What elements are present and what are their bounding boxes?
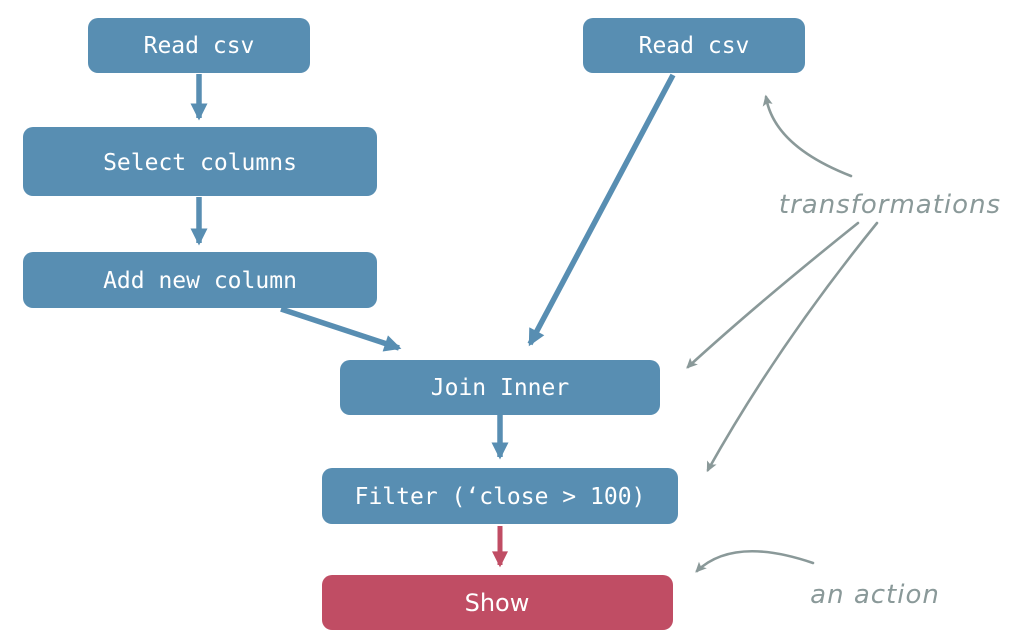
node-read-csv-left: Read csv xyxy=(88,18,310,73)
node-add-new-column-label: Add new column xyxy=(103,268,297,294)
node-show: Show xyxy=(322,575,673,630)
node-read-csv-right-label: Read csv xyxy=(639,33,750,59)
node-read-csv-left-box xyxy=(88,18,310,73)
node-join-inner: Join Inner xyxy=(340,360,660,415)
annotation-transformations-label: transformations xyxy=(779,190,1001,220)
edge-readcsvright-to-joininner xyxy=(527,73,676,347)
node-select-columns-label: Select columns xyxy=(103,150,297,176)
annotation-arrow-anaction-to-show xyxy=(695,549,815,573)
node-filter-box xyxy=(322,468,678,524)
node-filter-label: Filter (‘close > 100) xyxy=(355,484,646,510)
annotation-arrow-transformations-to-joininner xyxy=(686,221,860,369)
node-read-csv-right: Read csv xyxy=(583,18,805,73)
node-show-label: Show xyxy=(465,589,530,617)
node-select-columns: Select columns xyxy=(23,127,377,196)
edge-addnewcolumn-to-joininner xyxy=(280,306,402,352)
node-select-columns-box xyxy=(23,127,377,196)
node-show-box xyxy=(322,575,673,630)
node-join-inner-label: Join Inner xyxy=(431,375,569,401)
annotation-arrow-transformations-to-readcsv xyxy=(762,94,853,178)
node-join-inner-box xyxy=(340,360,660,415)
node-filter: Filter (‘close > 100) xyxy=(322,468,678,524)
node-add-new-column: Add new column xyxy=(23,252,377,308)
annotation-an-action-label: an action xyxy=(810,580,940,610)
node-add-new-column-box xyxy=(23,252,377,308)
node-read-csv-right-box xyxy=(583,18,805,73)
node-read-csv-left-label: Read csv xyxy=(144,33,255,59)
annotation-arrow-transformations-to-filter xyxy=(706,221,879,473)
